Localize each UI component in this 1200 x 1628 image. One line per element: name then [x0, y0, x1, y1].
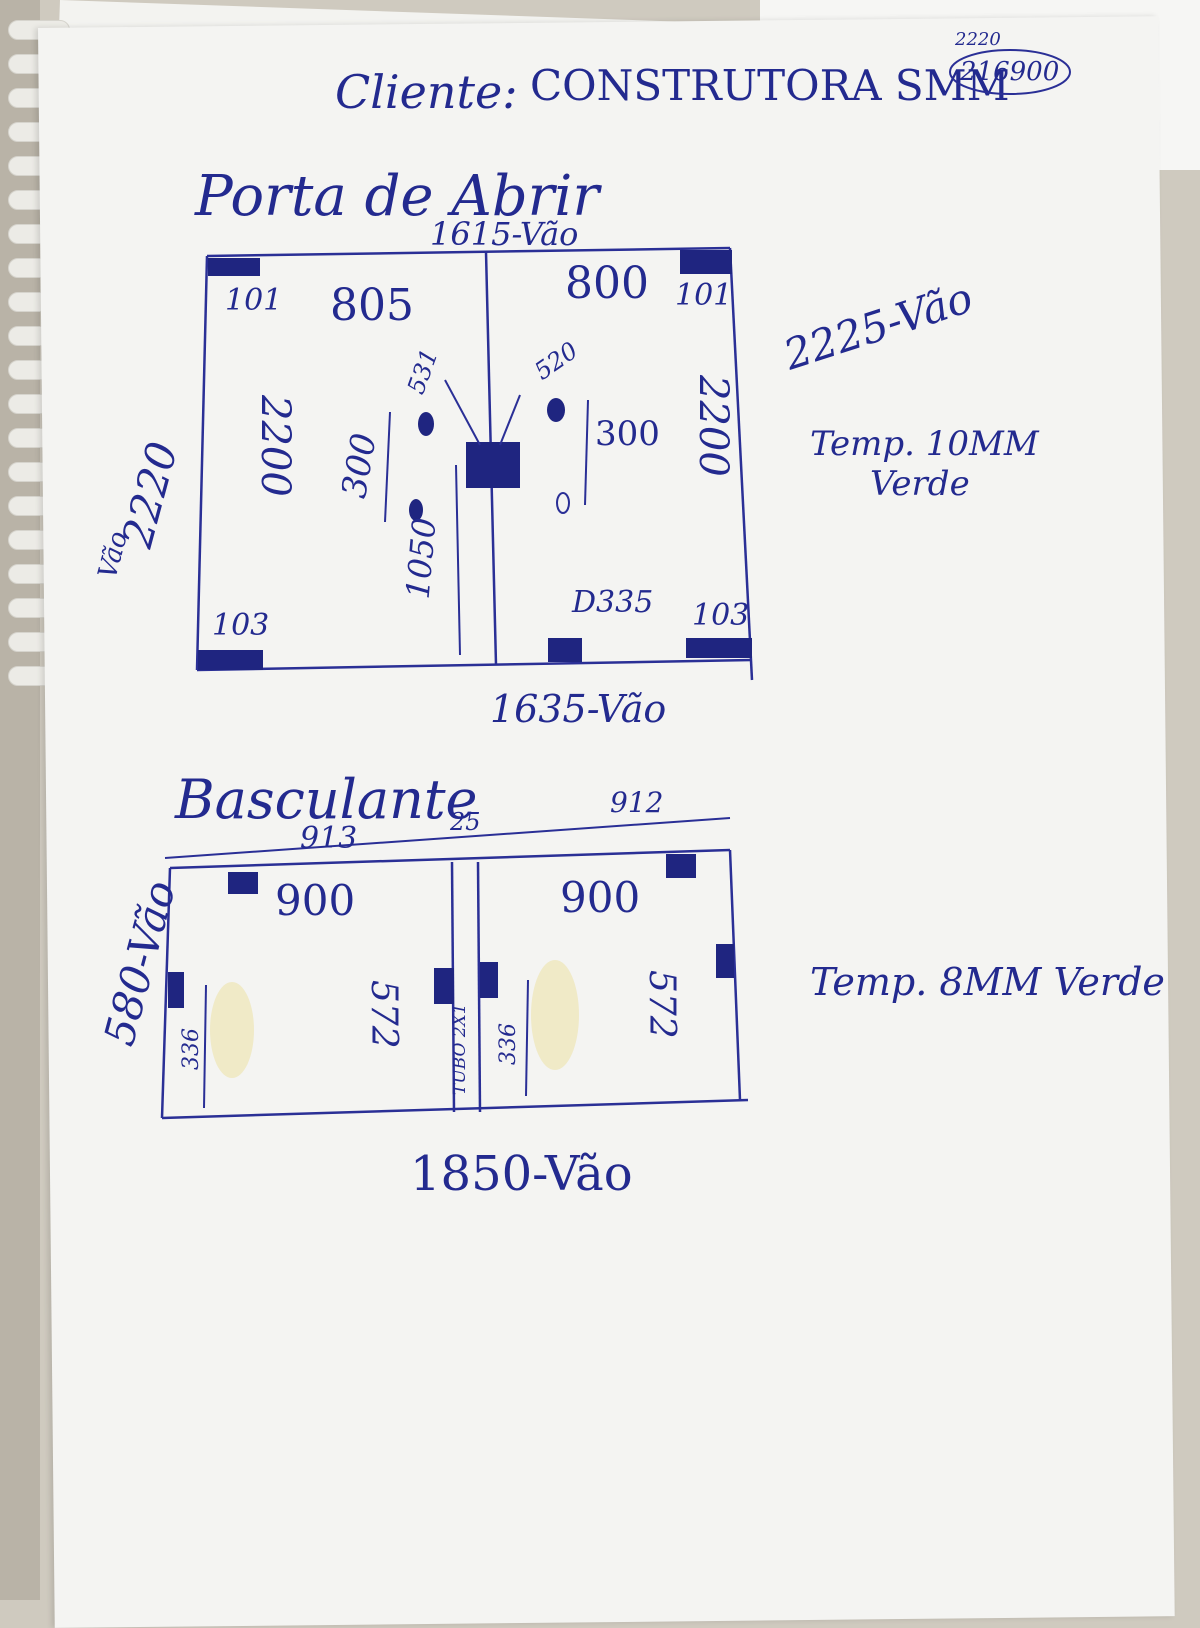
- fitting-pad-tl: [208, 258, 260, 276]
- right-leaf-height: 2200: [690, 374, 736, 477]
- floor-lock-pad: [548, 638, 582, 662]
- bas-left-width: 913: [300, 821, 357, 856]
- porta-left-height-sub: Vão: [93, 528, 134, 582]
- bas-tube: TUBO 2X1: [450, 1003, 470, 1095]
- handle-hole-upper-left: [418, 412, 434, 436]
- bas-right-panel-height: 572: [641, 970, 682, 1039]
- bas-left-height: 580-Vão: [94, 876, 185, 1051]
- bas-right-panel-width: 900: [560, 873, 640, 922]
- fitting-tl-label: 101: [225, 283, 282, 318]
- bas-mid-gap: 25: [449, 808, 481, 836]
- porta-top-width: 1615-Vão: [430, 215, 578, 253]
- handle-ref-right: 520: [529, 336, 583, 385]
- glue-spot-left: [210, 982, 254, 1078]
- handle-hole-upper-right: [547, 398, 565, 422]
- porta-title: Porta de Abrir: [194, 164, 602, 229]
- bas-pad-top-right: [666, 854, 696, 878]
- bas-pad-right: [716, 944, 734, 978]
- right-leaf-width: 800: [565, 258, 649, 309]
- left-leaf-height: 2200: [252, 394, 298, 497]
- handle-hole-lower-right: [556, 492, 570, 514]
- fitting-pad-br: [686, 638, 752, 658]
- bas-left-gap: 336: [179, 1028, 204, 1070]
- corner-ref-circled: 216900: [959, 57, 1059, 87]
- fitting-pad-tr: [680, 250, 732, 274]
- handle-hole-lower-left: [409, 499, 423, 521]
- handle-height: 1050: [399, 516, 444, 600]
- bas-right-gap: 336: [496, 1023, 521, 1065]
- handle-ref-left: 531: [402, 345, 444, 398]
- fitting-bl-label: 103: [212, 608, 269, 643]
- cliente-label: Cliente:: [335, 65, 518, 119]
- bas-left-panel-height: 572: [363, 980, 404, 1049]
- center-lock-pad: [466, 442, 520, 488]
- lock-ref: D335: [571, 585, 653, 620]
- fitting-br-label: 103: [692, 598, 749, 633]
- bas-bottom-width: 1850-Vão: [410, 1146, 633, 1202]
- circled-ref-ring: [949, 49, 1071, 95]
- bas-glass-note: Temp. 8MM Verde: [810, 960, 1165, 1004]
- porta-right-height: 2225-Vão: [777, 273, 978, 380]
- bas-pad-mid-left: [434, 968, 454, 1004]
- porta-bottom-width: 1635-Vão: [490, 687, 666, 731]
- handle-gap-left: 300: [334, 430, 385, 501]
- fitting-pad-bl: [198, 650, 263, 670]
- handle-gap-right: 300: [595, 414, 660, 454]
- basculante-title: Basculante: [174, 768, 478, 831]
- cliente-name: CONSTRUTORA SMM: [530, 61, 1010, 110]
- glue-spot-right: [531, 960, 579, 1070]
- bas-left-panel-width: 900: [275, 876, 355, 925]
- corner-ref-top: 2220: [954, 29, 1001, 50]
- bas-right-width: 912: [610, 786, 663, 819]
- fitting-tr-label: 101: [675, 278, 732, 313]
- bas-pad-top-left: [228, 872, 258, 894]
- bas-pad-left: [168, 972, 184, 1008]
- porta-glass-note: Temp. 10MM: [810, 424, 1040, 464]
- porta-glass-color: Verde: [870, 464, 970, 504]
- left-leaf-width: 805: [330, 280, 414, 331]
- bas-pad-mid-right: [480, 962, 498, 998]
